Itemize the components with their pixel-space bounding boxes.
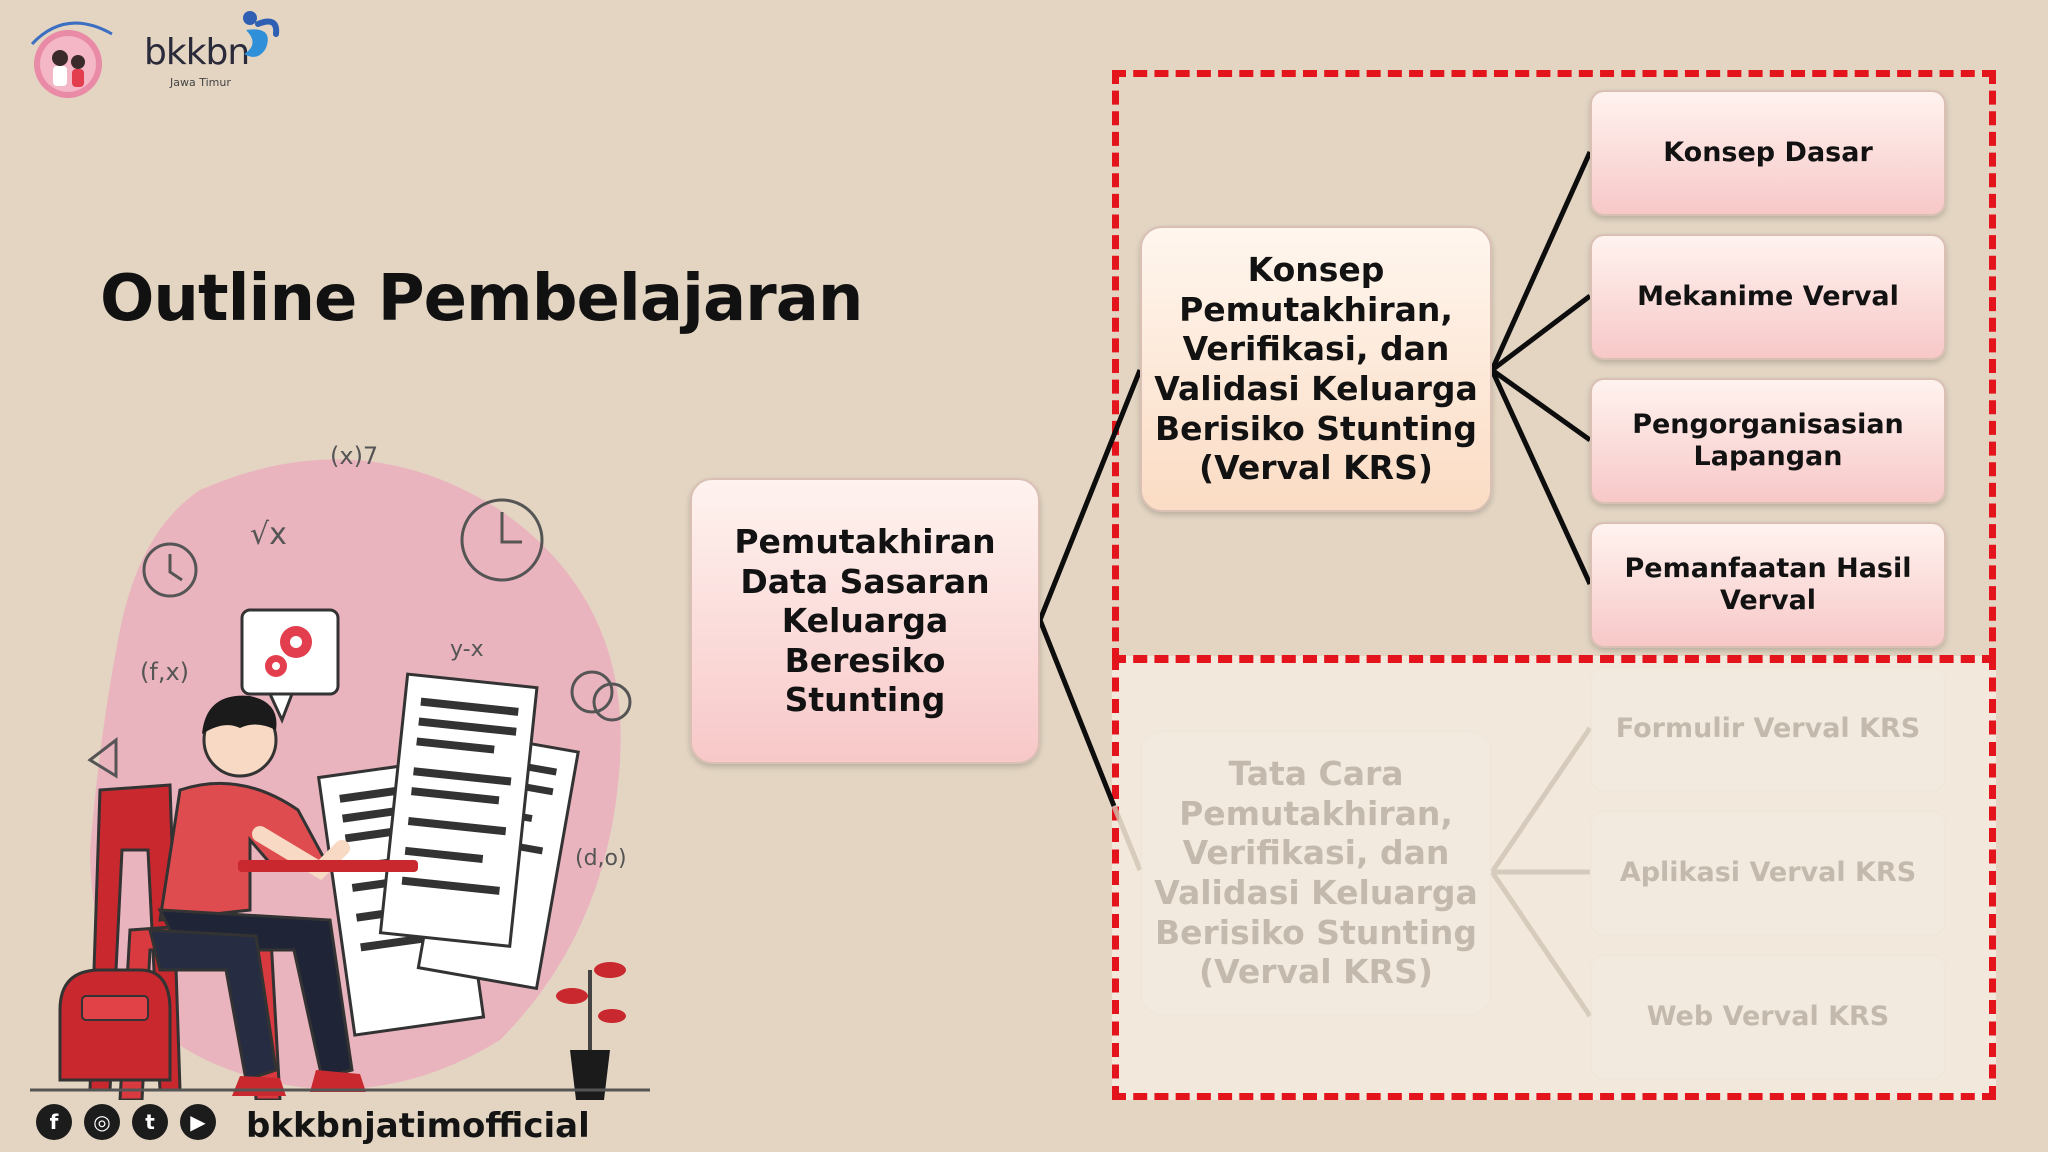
instagram-icon[interactable]: ◎ (84, 1104, 120, 1140)
twitter-icon[interactable]: t (132, 1104, 168, 1140)
svg-text:(f,x): (f,x) (140, 658, 189, 686)
logo-region-text: Jawa Timur (170, 76, 231, 89)
leaf-konsep-dasar: Konsep Dasar (1590, 90, 1946, 216)
youtube-icon[interactable]: ▶ (180, 1104, 216, 1140)
bkkbn-mark-icon (243, 11, 280, 57)
leaf-mekanime-verval: Mekanime Verval (1590, 234, 1946, 360)
branch-1-node: Konsep Pemutakhiran, Verifikasi, dan Val… (1140, 226, 1492, 512)
svg-text:y-x: y-x (450, 637, 484, 662)
leaf-formulir-verval-krs: Formulir Verval KRS (1590, 666, 1946, 792)
cegah-stunting-badge-icon (30, 21, 113, 98)
svg-text:(x)7: (x)7 (330, 442, 378, 470)
social-handle: bkkbnjatimofficial (246, 1106, 590, 1146)
page-title: Outline Pembelajaran (100, 262, 863, 336)
diagram-root-node: Pemutakhiran Data Sasaran Keluarga Beres… (690, 478, 1040, 764)
leaf-pengorganisasian-lapangan: Pengorganisasian Lapangan (1590, 378, 1946, 504)
leaf-pemanfaatan-hasil-verval: Pemanfaatan Hasil Verval (1590, 522, 1946, 648)
leaf-web-verval-krs: Web Verval KRS (1590, 954, 1946, 1080)
svg-text:(d,o): (d,o) (575, 846, 627, 871)
svg-text:√x: √x (250, 517, 287, 552)
social-links: f ◎ t ▶ (36, 1104, 216, 1140)
logo-brand-text: bkkbn (144, 32, 250, 73)
connector-root-branch-2 (1037, 619, 1117, 807)
branch-2-node: Tata Cara Pemutakhiran, Verifikasi, dan … (1140, 730, 1492, 1016)
student-studying-illustration: (x)7 √x y-x (f,x) (d,o) (30, 442, 650, 1100)
leaf-aplikasi-verval-krs: Aplikasi Verval KRS (1590, 810, 1946, 936)
bkkbn-logo: bkkbn Jawa Timur (20, 8, 280, 98)
facebook-icon[interactable]: f (36, 1104, 72, 1140)
